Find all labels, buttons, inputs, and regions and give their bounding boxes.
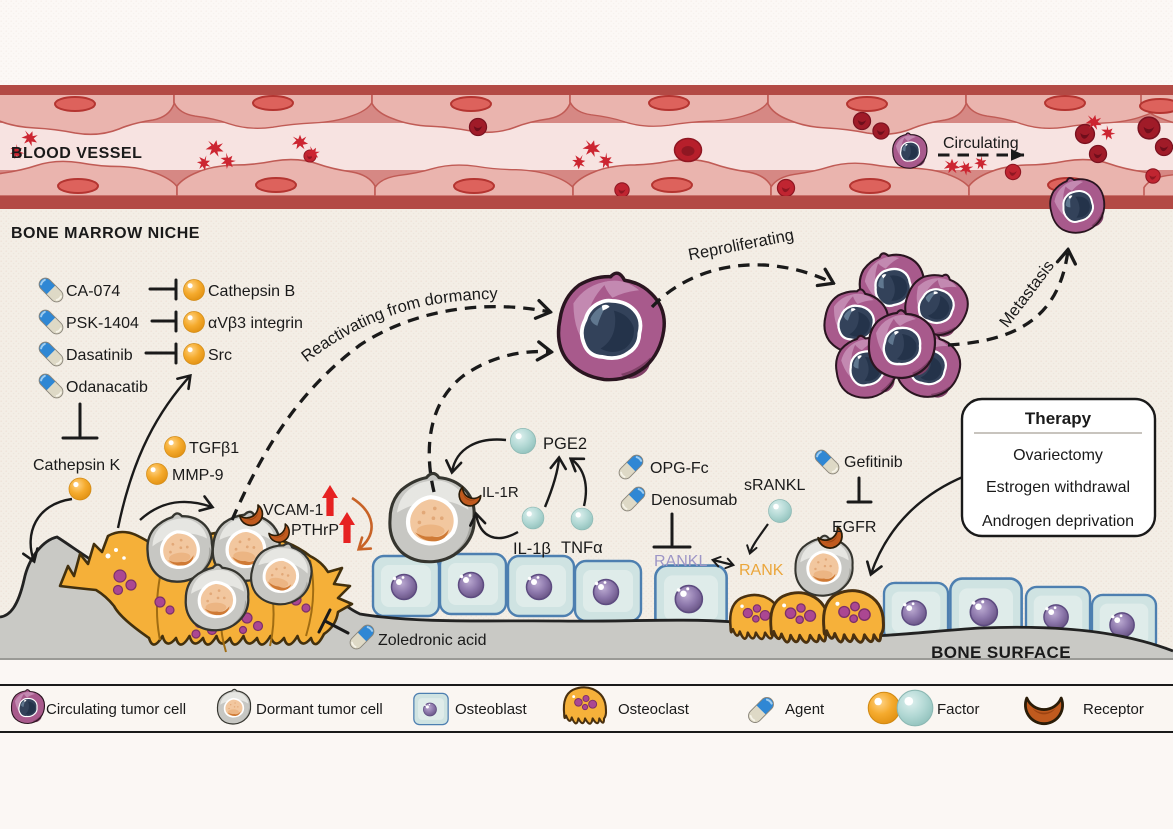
svg-text:Factor: Factor	[937, 701, 980, 718]
svg-text:RANKL: RANKL	[654, 553, 707, 570]
svg-text:Cathepsin B: Cathepsin B	[208, 283, 295, 300]
svg-text:Osteoclast: Osteoclast	[618, 701, 690, 718]
svg-text:sRANKL: sRANKL	[744, 477, 805, 494]
svg-text:IL-1R: IL-1R	[482, 484, 519, 501]
svg-text:Ovariectomy: Ovariectomy	[1013, 447, 1103, 464]
svg-text:Src: Src	[208, 347, 232, 364]
svg-text:Receptor: Receptor	[1083, 701, 1144, 718]
svg-text:Osteoblast: Osteoblast	[455, 701, 528, 718]
svg-text:αVβ3 integrin: αVβ3 integrin	[208, 315, 303, 332]
svg-text:TNFα: TNFα	[561, 539, 603, 557]
svg-text:Dormant tumor cell: Dormant tumor cell	[256, 701, 383, 718]
svg-text:PTHrP: PTHrP	[291, 522, 339, 539]
svg-text:Androgen deprivation: Androgen deprivation	[982, 513, 1134, 530]
svg-text:VCAM-1: VCAM-1	[263, 502, 324, 519]
svg-text:Circulating tumor cell: Circulating tumor cell	[46, 701, 186, 718]
svg-text:TGFβ1: TGFβ1	[189, 440, 239, 457]
svg-text:Therapy: Therapy	[1025, 409, 1092, 428]
svg-text:Circulating: Circulating	[943, 135, 1019, 152]
svg-text:PSK-1404: PSK-1404	[66, 315, 139, 332]
svg-text:CA-074: CA-074	[66, 283, 120, 300]
svg-text:EGFR: EGFR	[832, 519, 876, 536]
svg-text:Estrogen withdrawal: Estrogen withdrawal	[986, 479, 1130, 496]
svg-text:Gefitinib: Gefitinib	[844, 454, 903, 471]
svg-text:Dasatinib: Dasatinib	[66, 347, 133, 364]
svg-text:Agent: Agent	[785, 701, 825, 718]
svg-text:Denosumab: Denosumab	[651, 492, 737, 509]
svg-text:BLOOD VESSEL: BLOOD VESSEL	[11, 145, 142, 162]
svg-text:Cathepsin K: Cathepsin K	[33, 457, 120, 474]
svg-text:BONE SURFACE: BONE SURFACE	[931, 643, 1071, 662]
svg-text:BONE MARROW NICHE: BONE MARROW NICHE	[11, 225, 200, 242]
svg-text:MMP-9: MMP-9	[172, 467, 224, 484]
svg-text:RANK: RANK	[739, 562, 784, 579]
svg-text:PGE2: PGE2	[543, 435, 587, 453]
svg-text:IL-1β: IL-1β	[513, 540, 551, 558]
svg-text:Zoledronic acid: Zoledronic acid	[378, 632, 487, 649]
svg-text:OPG-Fc: OPG-Fc	[650, 460, 709, 477]
svg-text:Odanacatib: Odanacatib	[66, 379, 148, 396]
